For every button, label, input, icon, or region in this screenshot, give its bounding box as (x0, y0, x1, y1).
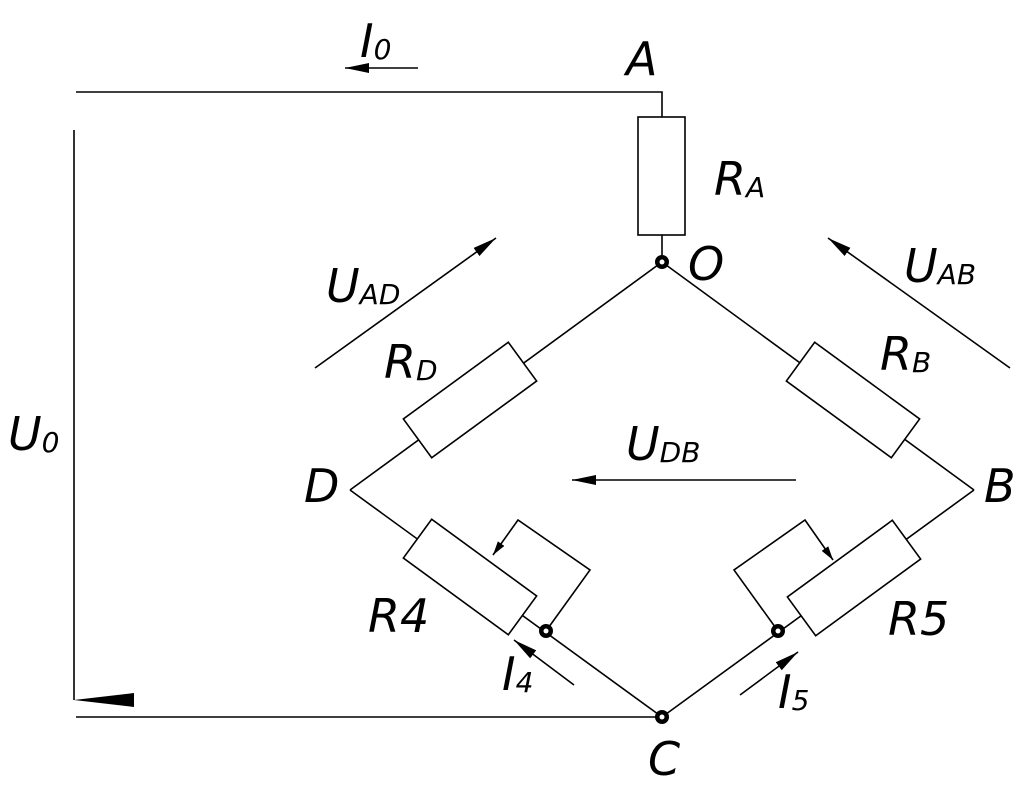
label-r5: R5 (888, 592, 949, 646)
node-a-label: A (623, 32, 657, 86)
resistor-r4 (402, 518, 592, 636)
node-b-label: B (984, 459, 1016, 513)
voltage-labels: U0 UAD UAB UDB (8, 239, 976, 471)
current-labels: I0 I4 I5 (360, 14, 809, 719)
arrow-i4 (513, 639, 575, 686)
resistor-rd-body (402, 341, 538, 459)
resistor-r5 (732, 518, 922, 637)
node-o-terminal (655, 255, 669, 269)
supply-wires (76, 91, 663, 718)
label-ra: RA (714, 152, 765, 206)
resistor-rb-body (785, 341, 921, 459)
arrow-uab (827, 237, 1011, 369)
arrow-i5 (739, 651, 799, 696)
resistor-labels: RA RD RB R4 R5 (368, 152, 949, 646)
node-o-label: O (688, 237, 724, 291)
top-wire (76, 91, 663, 117)
arrows (73, 63, 1011, 707)
label-i4: I4 (502, 647, 533, 701)
node-labels: A O D B C (304, 32, 1016, 786)
label-r4: R4 (368, 589, 429, 643)
node-c-terminal (655, 710, 669, 724)
label-uab: UAB (904, 239, 976, 293)
resistor-r4-wiper (492, 518, 592, 632)
resistor-ra-body (637, 116, 686, 236)
node-c-label: C (648, 732, 680, 786)
r4-wiper-terminal (539, 624, 553, 638)
label-rd: RD (384, 335, 438, 389)
label-udb: UDB (626, 417, 700, 471)
resistor-r5-body (786, 519, 922, 637)
r5-wiper-terminal (771, 624, 785, 638)
label-uad: UAD (326, 259, 400, 313)
arrow-uad (314, 237, 497, 369)
resistor-ra (637, 116, 686, 262)
label-i0: I0 (360, 14, 391, 68)
node-d-label: D (304, 459, 339, 513)
resistor-rb (785, 341, 921, 459)
label-u0: U0 (8, 407, 60, 461)
resistor-rd (402, 341, 538, 459)
resistor-r4-body (402, 518, 538, 636)
node-terminals (539, 255, 785, 724)
label-rb: RB (880, 327, 931, 381)
label-i5: I5 (778, 665, 809, 719)
resistor-r5-wiper (732, 518, 834, 632)
